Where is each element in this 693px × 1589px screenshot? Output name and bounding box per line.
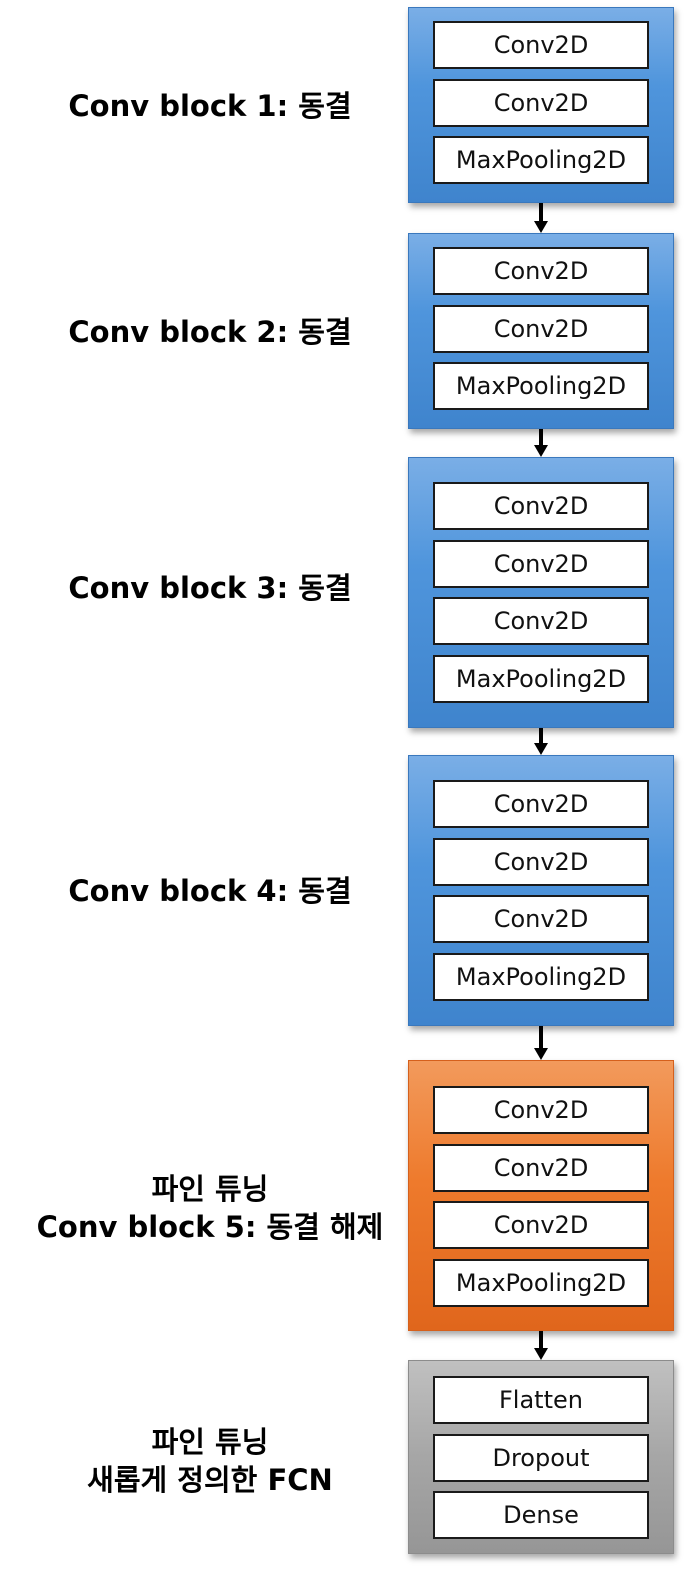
block-4-label-line: Conv block 4: 동결	[68, 874, 352, 908]
flow-arrow	[534, 1026, 548, 1060]
conv-block-5: Conv2D Conv2D Conv2D MaxPooling2D	[408, 1060, 674, 1331]
conv-block-1: Conv2D Conv2D MaxPooling2D	[408, 7, 674, 203]
layer-box: Conv2D	[433, 1201, 649, 1249]
layer-box: MaxPooling2D	[433, 1259, 649, 1307]
layer-box: Conv2D	[433, 597, 649, 645]
fcn-block: Flatten Dropout Dense	[408, 1360, 674, 1554]
layer-box: Dense	[433, 1491, 649, 1539]
flow-arrow	[534, 203, 548, 233]
layer-box: Conv2D	[433, 247, 649, 295]
layer-box: MaxPooling2D	[433, 136, 649, 184]
layer-box: Conv2D	[433, 482, 649, 530]
layer-box: Conv2D	[433, 838, 649, 886]
conv-block-4: Conv2D Conv2D Conv2D MaxPooling2D	[408, 755, 674, 1026]
block-5-label-line-1: 파인 튜닝	[151, 1172, 269, 1206]
block-1-label: Conv block 1: 동결	[20, 87, 400, 125]
conv-block-2: Conv2D Conv2D MaxPooling2D	[408, 233, 674, 429]
block-2-label-line: Conv block 2: 동결	[68, 315, 352, 349]
block-2-label: Conv block 2: 동결	[20, 313, 400, 351]
layer-box: Conv2D	[433, 540, 649, 588]
layer-box: Conv2D	[433, 79, 649, 127]
layer-box: MaxPooling2D	[433, 953, 649, 1001]
flow-arrow	[534, 429, 548, 457]
block-4-label: Conv block 4: 동결	[20, 872, 400, 910]
flow-arrow	[534, 1331, 548, 1360]
layer-box: Flatten	[433, 1376, 649, 1424]
fcn-block-label: 파인 튜닝 새롭게 정의한 FCN	[20, 1423, 400, 1499]
layer-box: Conv2D	[433, 305, 649, 353]
layer-box: Conv2D	[433, 1086, 649, 1134]
layer-box: MaxPooling2D	[433, 362, 649, 410]
block-3-label-line: Conv block 3: 동결	[68, 571, 352, 605]
fcn-label-line-2: 새롭게 정의한 FCN	[87, 1463, 333, 1497]
block-5-label: 파인 튜닝 Conv block 5: 동결 해제	[20, 1170, 400, 1246]
layer-box: Conv2D	[433, 895, 649, 943]
fcn-label-line-1: 파인 튜닝	[151, 1425, 269, 1459]
layer-box: Dropout	[433, 1434, 649, 1482]
block-5-label-line-2: Conv block 5: 동결 해제	[36, 1210, 384, 1244]
layer-box: MaxPooling2D	[433, 655, 649, 703]
conv-block-3: Conv2D Conv2D Conv2D MaxPooling2D	[408, 457, 674, 728]
block-3-label: Conv block 3: 동결	[20, 569, 400, 607]
layer-box: Conv2D	[433, 780, 649, 828]
layer-box: Conv2D	[433, 21, 649, 69]
flow-arrow	[534, 728, 548, 755]
block-1-label-line: Conv block 1: 동결	[68, 89, 352, 123]
layer-box: Conv2D	[433, 1144, 649, 1192]
